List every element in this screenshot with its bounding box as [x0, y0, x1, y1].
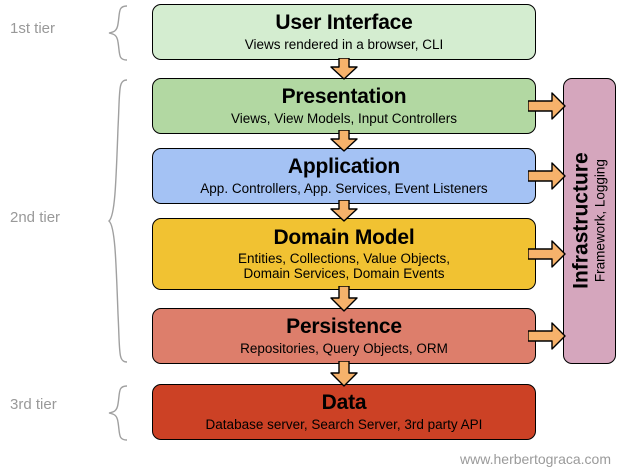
tier-label-2nd: 2nd tier [10, 209, 61, 226]
brace-tier-1 [108, 5, 128, 61]
footer-url: www.herbertograca.com [460, 451, 611, 467]
arrow-down-presentation-to-application [330, 130, 358, 152]
layer-title-presentation: Presentation [281, 85, 407, 109]
tier-label-3rd: 3rd tier [10, 396, 57, 413]
layer-subtitle-domain-model-line1: Entities, Collections, Value Objects, [237, 251, 451, 267]
layer-box-infrastructure[interactable]: Infrastructure Framework, Logging [563, 78, 616, 364]
layer-title-persistence: Persistence [286, 315, 402, 339]
brace-tier-2 [107, 79, 128, 363]
arrow-right-persistence-to-infrastructure [528, 322, 566, 350]
layer-subtitle-user-interface: Views rendered in a browser, CLI [244, 36, 444, 52]
brace-tier-3 [108, 385, 128, 441]
tier-label-1st: 1st tier [10, 20, 56, 37]
layer-subtitle-infrastructure: Framework, Logging [592, 159, 608, 283]
arrow-down-domain-model-to-persistence [330, 286, 358, 312]
layer-subtitle-persistence: Repositories, Query Objects, ORM [240, 340, 448, 356]
layer-title-application: Application [287, 155, 401, 179]
arrow-right-domain-model-to-infrastructure [528, 240, 566, 268]
layer-title-user-interface: User Interface [275, 11, 413, 35]
arrow-right-application-to-infrastructure [528, 162, 566, 190]
layer-box-data[interactable]: Data Database server, Search Server, 3rd… [152, 384, 536, 440]
layer-box-application[interactable]: Application App. Controllers, App. Servi… [152, 148, 536, 204]
arrow-right-presentation-to-infrastructure [528, 92, 566, 120]
layer-subtitle-presentation: Views, View Models, Input Controllers [230, 110, 458, 126]
layer-box-presentation[interactable]: Presentation Views, View Models, Input C… [152, 78, 536, 134]
infrastructure-text: Infrastructure Framework, Logging [569, 152, 608, 290]
layer-title-data: Data [321, 391, 367, 415]
layer-subtitle-application: App. Controllers, App. Services, Event L… [200, 180, 488, 196]
layer-box-persistence[interactable]: Persistence Repositories, Query Objects,… [152, 308, 536, 364]
arrow-down-application-to-domain-model [330, 200, 358, 222]
layer-box-domain-model[interactable]: Domain Model Entities, Collections, Valu… [152, 218, 536, 290]
layer-box-user-interface[interactable]: User Interface Views rendered in a brows… [152, 4, 536, 60]
arrow-down-persistence-to-data [330, 361, 358, 387]
layer-title-infrastructure: Infrastructure [569, 152, 593, 290]
layer-title-domain-model: Domain Model [273, 225, 415, 249]
arrow-down-ui-to-presentation [330, 58, 358, 80]
layer-subtitle-data: Database server, Search Server, 3rd part… [205, 416, 483, 432]
layer-subtitle-domain-model-line2: Domain Services, Domain Events [243, 266, 445, 282]
